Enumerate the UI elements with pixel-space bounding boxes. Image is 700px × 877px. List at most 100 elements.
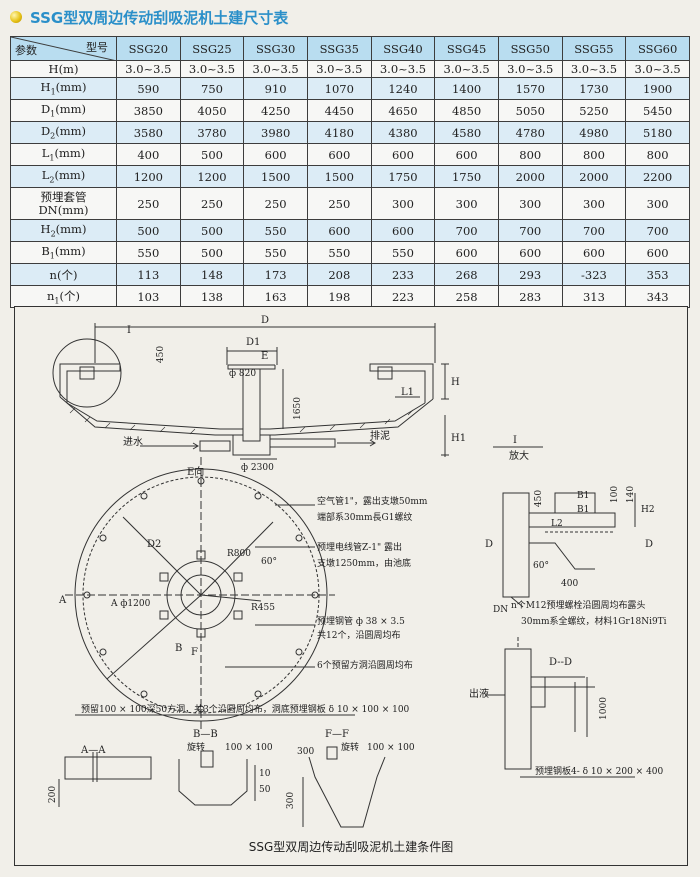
param-subscript: 1	[54, 296, 60, 306]
value-cell: 500	[179, 219, 245, 242]
value-cell: 550	[370, 241, 436, 264]
label-D1: D1	[246, 337, 261, 348]
param-name-cell: H2(mm)	[10, 219, 117, 242]
model-header-ssg50: SSG50	[497, 36, 563, 61]
value-cell: 500	[179, 241, 245, 264]
value-cell: 163	[243, 285, 308, 308]
detail-enlarge: 放大	[509, 451, 529, 462]
label-phi820: ф 820	[229, 369, 257, 379]
param-unit: (mm)	[55, 80, 87, 95]
value-cell: 550	[243, 219, 308, 242]
note-pipe-1: 预埋钢管 ф 38 × 3.5	[317, 617, 405, 627]
corner-label-param: 参数	[15, 44, 37, 57]
param-subscript: 2	[50, 131, 56, 141]
value-cell: 5050	[497, 99, 563, 122]
value-cell: 233	[370, 263, 436, 286]
value-cell: 600	[625, 241, 690, 264]
param-name-cell: D1(mm)	[10, 99, 117, 122]
corner-label-model: 型号	[86, 41, 108, 54]
label-outflow: 出液	[469, 689, 489, 700]
value-cell: 113	[116, 263, 181, 286]
param-base: B	[41, 244, 50, 259]
value-cell: 4580	[434, 121, 499, 144]
label-phi2300: ф 2300	[241, 463, 274, 473]
label-B: B	[175, 643, 183, 654]
detail-D-right: D	[645, 539, 654, 550]
value-cell: 600	[497, 241, 563, 264]
value-cell: 590	[116, 77, 181, 100]
value-cell: 4780	[497, 121, 563, 144]
param-unit: (m)	[58, 62, 79, 76]
note-bolt-2: 30mm系全螺纹，材料1Gr18Ni9Ti	[521, 617, 667, 627]
detail-D-left: D	[485, 539, 494, 550]
value-cell: 700	[497, 219, 563, 242]
page-header: SSG型双周边传动刮吸泥机土建尺寸表	[10, 6, 288, 28]
value-cell: 3850	[116, 99, 181, 122]
value-cell: 4650	[370, 99, 436, 122]
detail-450: 450	[534, 489, 545, 508]
value-cell: 600	[370, 143, 436, 166]
value-cell: 600	[306, 143, 372, 166]
label-H: H	[451, 377, 460, 388]
value-cell: 300	[497, 187, 563, 220]
value-cell: 258	[434, 285, 499, 308]
note-air-1: 空气管1"，露出支墩50mm	[317, 497, 428, 507]
label-I: I	[127, 325, 131, 336]
note-holes: 6个预留方洞沿圆周均布	[317, 661, 413, 671]
value-cell: 500	[116, 219, 181, 242]
section-BB-size: 100 × 100	[225, 743, 273, 753]
param-unit: (mm)	[54, 146, 86, 161]
value-cell: 800	[497, 143, 563, 166]
drawing-linework	[52, 323, 636, 828]
value-cell: 600	[434, 143, 499, 166]
value-cell: 1750	[370, 165, 436, 188]
value-cell: 400	[116, 143, 181, 166]
param-base: L	[41, 168, 50, 183]
value-cell: 2000	[561, 165, 627, 188]
value-cell: 300	[625, 187, 690, 220]
detail-H2: H2	[641, 505, 655, 515]
value-cell: 600	[561, 241, 627, 264]
label-R800: R800	[227, 549, 251, 559]
label-E: E	[261, 351, 269, 362]
value-cell: 1500	[243, 165, 308, 188]
section-FF-300-top: 300	[297, 747, 315, 757]
label-D: D	[261, 315, 270, 326]
param-base: H	[40, 80, 51, 95]
param-name-cell: n1(个)	[10, 285, 117, 308]
param-name-cell: L1(mm)	[10, 143, 117, 166]
value-cell: 3780	[179, 121, 245, 144]
value-cell: -323	[561, 263, 627, 286]
value-cell: 4050	[179, 99, 245, 122]
table-corner-cell: 型号 参数	[10, 36, 117, 61]
detail-DN: DN	[493, 605, 509, 615]
note-bottom: 预留100 × 100深50方洞，共3个沿圆周均布，洞底预埋钢板 δ 10 × …	[81, 705, 410, 715]
value-cell: 313	[561, 285, 627, 308]
value-cell: 250	[306, 187, 372, 220]
detail-DD	[485, 637, 635, 778]
value-cell: 1500	[306, 165, 372, 188]
value-cell: 910	[243, 77, 308, 100]
value-cell: 700	[434, 219, 499, 242]
value-cell: 1070	[306, 77, 372, 100]
value-cell: 600	[306, 219, 372, 242]
label-A: A	[59, 595, 67, 606]
value-cell: 4380	[370, 121, 436, 144]
value-cell: 283	[497, 285, 563, 308]
value-cell: 4450	[306, 99, 372, 122]
label-L1: L1	[401, 387, 415, 398]
value-cell: 3.0~3.5	[625, 60, 690, 78]
section-AA	[58, 752, 152, 807]
value-cell: 173	[243, 263, 308, 286]
param-subscript: 1	[49, 153, 55, 163]
value-cell: 3.0~3.5	[243, 60, 308, 78]
section-FF-size: 100 × 100	[367, 743, 415, 753]
param-name-cell: L2(mm)	[10, 165, 117, 188]
note-bolt-1: n个M12预埋螺栓沿圆周均布露头	[511, 601, 646, 611]
